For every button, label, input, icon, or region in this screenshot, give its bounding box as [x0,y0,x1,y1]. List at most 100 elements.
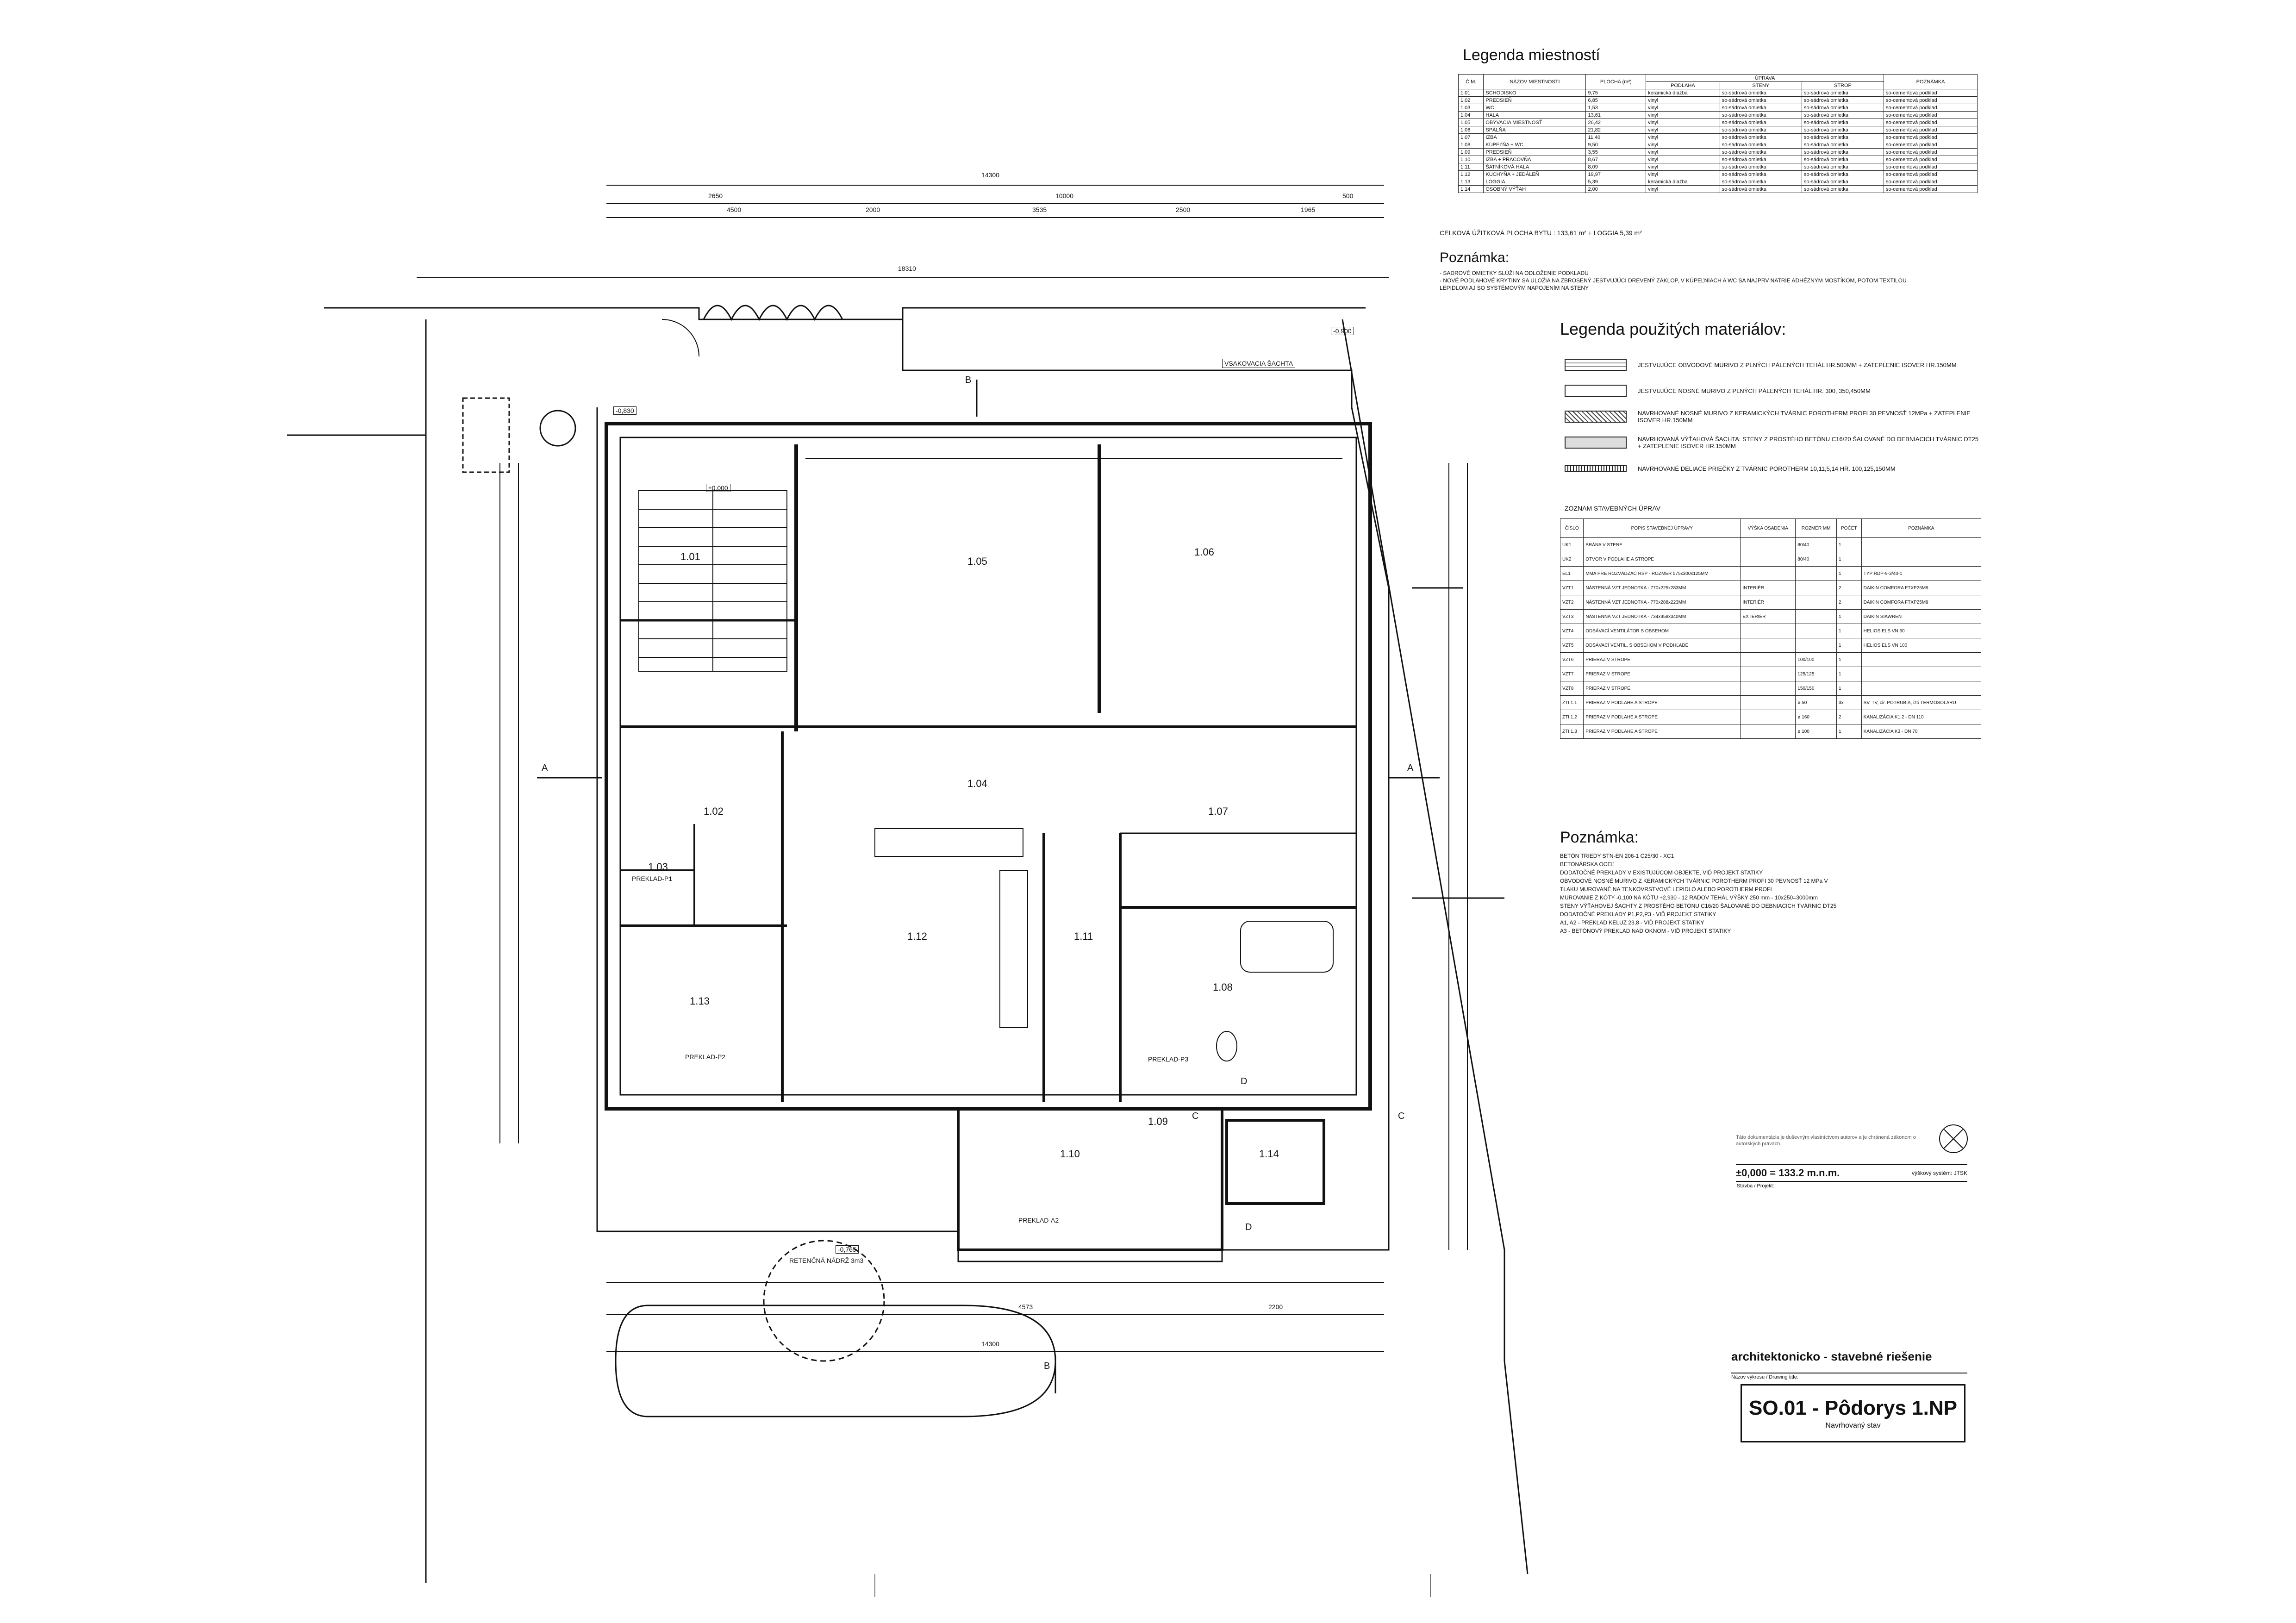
works-cell: DAIKIN COMFORA FTXP25M9 [1861,581,1982,595]
cell-area: 8,09 [1585,163,1647,171]
cell-floor: vinyl [1646,104,1720,112]
cell-name: IZBA [1483,133,1586,141]
cell-floor: vinyl [1646,111,1720,119]
works-cell [1795,624,1837,638]
section-b-top: B [965,375,972,385]
cell-name: HALA [1483,111,1586,119]
works-cell: UK1 [1560,537,1584,552]
works-cell: VZT8 [1560,681,1584,696]
section-c-right: C [1398,1111,1405,1121]
cell-ceiling: so-sádrová omietka [1801,148,1884,156]
works-cell [1861,537,1982,552]
level-datum: ±0,000 = 133.2 m.n.m. [1736,1167,1840,1179]
cell-floor: vinyl [1646,163,1720,171]
cell-name: SCHODISKO [1483,89,1586,97]
material-row: JESTVUJÚCE NOSNÉ MURIVO Z PLNÝCH PÁLENÝC… [1565,378,1981,404]
works-cell: 1 [1836,609,1862,624]
works-cell: TYP RDP-9-3/40-1 [1861,566,1982,581]
total-area: CELKOVÁ ÚŽITKOVÁ PLOCHA BYTU : 133,61 m²… [1440,229,1642,237]
note2-text: BETÓN TRIEDY STN-EN 206-1 C25/30 - XC1 B… [1560,852,2023,935]
works-cell [1740,724,1796,739]
room-label-1-14: 1.14 [1259,1148,1279,1160]
cell-area: 9,75 [1585,89,1647,97]
cell-area: 1,53 [1585,104,1647,112]
works-cell: PRIERAZ V PODLAHE A STROPE [1583,710,1741,724]
works-cell: 1 [1836,652,1862,667]
cell-name: LOGGIA [1483,178,1586,186]
works-cell: PRIERAZ V STROPE [1583,667,1741,681]
cell-walls: so-sádrová omietka [1719,148,1802,156]
material-row: JESTVUJÚCE OBVODOVÉ MURIVO Z PLNÝCH PÁLE… [1565,352,1981,378]
material-swatch-2 [1565,385,1627,397]
dim-top-total: 14300 [981,171,999,179]
cell-walls: so-sádrová omietka [1719,96,1802,104]
kitchen-counter [999,870,1028,1028]
room-label-1-08: 1.08 [1213,981,1233,993]
note1-line: - SADROVÉ OMIETKY SLÚŽI NA ODLOŽENIE POD… [1440,270,1589,276]
works-cell [1740,681,1796,696]
disclaimer: Táto dokumentácia je duševným vlastníctv… [1736,1135,1916,1147]
material-swatch-4 [1565,437,1627,449]
dim-bottom-b: 2200 [1268,1303,1283,1311]
works-cell: SV, TV, cir. POTRUBIA, izo TERMOSOLARU [1861,695,1982,710]
level-mark-3: -0,900 [1331,327,1354,335]
toilet [1216,1031,1237,1061]
height-system: výškový systém: JTSK [1911,1170,1967,1176]
works-cell: MMA PRE ROZVÁDZAČ RSP - ROZMER 575x300x1… [1583,566,1741,581]
dim-top2-e: 1965 [1301,206,1316,213]
works-cell: 3x [1836,695,1862,710]
cell-name: SPÁLŇA [1483,126,1586,134]
works-cell: 100/100 [1795,652,1837,667]
room-label-1-03: 1.03 [648,861,668,873]
level-mark-1: -0,830 [613,406,636,415]
cell-cm: 1.09 [1458,148,1484,156]
cell-area: 9,50 [1585,141,1647,149]
section-c-left: C [1192,1111,1199,1121]
drawing-title: SO.01 - Pôdorys 1.NP [1749,1397,1957,1419]
note2-line: BETÓN TRIEDY STN-EN 206-1 C25/30 - XC1 [1560,853,1674,859]
cell-area: 6,85 [1585,96,1647,104]
room-label-1-13: 1.13 [690,995,710,1007]
cell-ceiling: so-sádrová omietka [1801,141,1884,149]
material-swatch-1 [1565,359,1627,371]
works-cell: PRIERAZ V STROPE [1583,652,1741,667]
level-mark-4: ±0,000 [706,484,730,492]
works-cell: KANALIZÁCIA K1,2 - DN 110 [1861,710,1982,724]
cell-floor: vinyl [1646,133,1720,141]
bathtub [1240,921,1334,973]
cell-note: so-cementová podklad [1884,178,1978,186]
works-cell: 1 [1836,667,1862,681]
material-row: NAVRHOVANÉ DELIACE PRIEČKY Z TVÁRNIC POR… [1565,456,1981,481]
works-cell: 125/125 [1795,667,1837,681]
lintel-p3-label: PREKLAD-P3 [1148,1055,1189,1063]
cell-floor: vinyl [1646,185,1720,193]
dim-top-a: 2650 [708,192,723,200]
cell-walls: so-sádrová omietka [1719,156,1802,163]
cell-note: so-cementová podklad [1884,89,1978,97]
retention-tank [763,1240,885,1362]
note1-title: Poznámka: [1440,250,1510,265]
cell-name: KÚPEĽŇA + WC [1483,141,1586,149]
th-strop: STROP [1801,81,1884,89]
cell-cm: 1.02 [1458,96,1484,104]
works-cell: 1 [1836,537,1862,552]
section-b-bottom: B [1044,1361,1050,1371]
cell-name: IZBA + PRACOVŇA [1483,156,1586,163]
note2-line: BETONÁRSKA OCEĽ [1560,861,1615,868]
works-cell: INTERIÉR [1740,581,1796,595]
rooms-legend-title: Legenda miestností [1463,46,1600,64]
works-cell [1861,552,1982,567]
shaft-label: VSAKOVACIA ŠACHTA [1222,359,1296,368]
room-label-1-07: 1.07 [1208,805,1228,817]
